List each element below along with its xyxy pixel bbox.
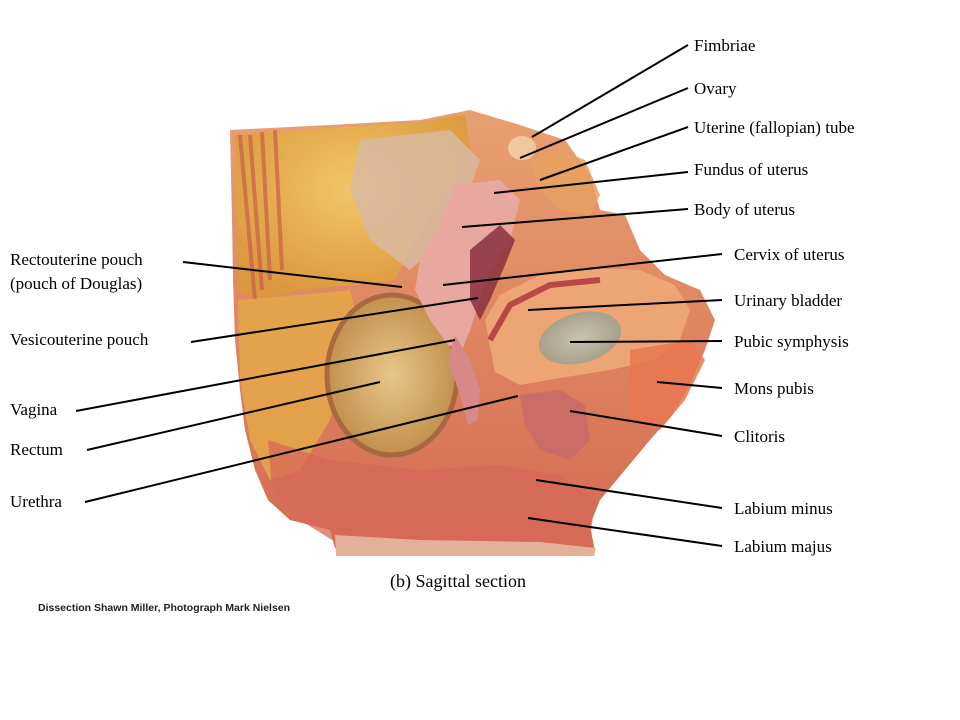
bladder-wall bbox=[487, 277, 601, 342]
specimen-photograph bbox=[230, 110, 715, 556]
pubic-symphysis-shape bbox=[538, 311, 622, 365]
uterine-cavity bbox=[470, 225, 515, 320]
abdominal-wall-strands bbox=[238, 129, 284, 301]
leader-fundus bbox=[493, 171, 689, 194]
leader-labium-minus bbox=[535, 479, 723, 509]
vaginal-canal bbox=[448, 335, 480, 425]
leader-rectum bbox=[86, 381, 381, 451]
leader-urethra bbox=[84, 395, 519, 503]
label-ovary: Ovary bbox=[694, 79, 737, 98]
label-fimbriae: Fimbriae bbox=[694, 36, 756, 55]
clitoris-region bbox=[520, 390, 590, 460]
uterus bbox=[415, 180, 520, 350]
leader-vesicouterine bbox=[190, 297, 479, 343]
label-vesicouterine-pouch: Vesicouterine pouch bbox=[10, 330, 149, 349]
label-fundus-of-uterus: Fundus of uterus bbox=[694, 160, 809, 179]
label-uterine-tube: Uterine (fallopian) tube bbox=[694, 118, 855, 137]
label-body-of-uterus: Body of uterus bbox=[694, 200, 796, 219]
posterior-fat bbox=[238, 290, 360, 480]
perineum-region bbox=[268, 440, 595, 548]
label-urethra: Urethra bbox=[10, 492, 62, 511]
leader-labium-majus bbox=[527, 517, 723, 547]
leader-mons bbox=[656, 381, 723, 389]
leader-ovary bbox=[519, 87, 689, 159]
thigh-skin bbox=[335, 535, 596, 556]
label-rectum: Rectum bbox=[10, 440, 63, 459]
label-cervix-of-uterus: Cervix of uterus bbox=[734, 245, 845, 264]
tube-shape bbox=[530, 150, 600, 215]
rectum-lumen bbox=[327, 295, 457, 455]
leader-clitoris bbox=[569, 410, 723, 437]
label-pouch-of-douglas: (pouch of Douglas) bbox=[10, 274, 143, 293]
label-pubic-symphysis: Pubic symphysis bbox=[734, 332, 849, 351]
label-mons-pubis: Mons pubis bbox=[734, 379, 814, 398]
mons-region bbox=[630, 340, 705, 430]
leader-vagina bbox=[75, 339, 456, 412]
leader-rectouterine bbox=[182, 261, 403, 288]
label-labium-majus: Labium majus bbox=[734, 537, 832, 556]
leader-bladder bbox=[527, 299, 723, 311]
leader-lines bbox=[75, 44, 723, 547]
figure-caption: (b) Sagittal section bbox=[390, 571, 526, 591]
label-clitoris: Clitoris bbox=[734, 427, 786, 446]
leader-uterine-tube bbox=[539, 126, 689, 181]
label-urinary-bladder: Urinary bladder bbox=[734, 291, 843, 310]
label-labium-minus: Labium minus bbox=[734, 499, 833, 518]
label-rectouterine-pouch: Rectouterine pouch bbox=[10, 250, 143, 269]
photo-credit: Dissection Shawn Miller, Photograph Mark… bbox=[38, 602, 291, 614]
leader-pubic bbox=[569, 340, 723, 343]
label-vagina: Vagina bbox=[10, 400, 58, 419]
leader-cervix bbox=[442, 253, 723, 286]
leader-body bbox=[461, 208, 689, 228]
leader-fimbriae bbox=[531, 44, 689, 138]
